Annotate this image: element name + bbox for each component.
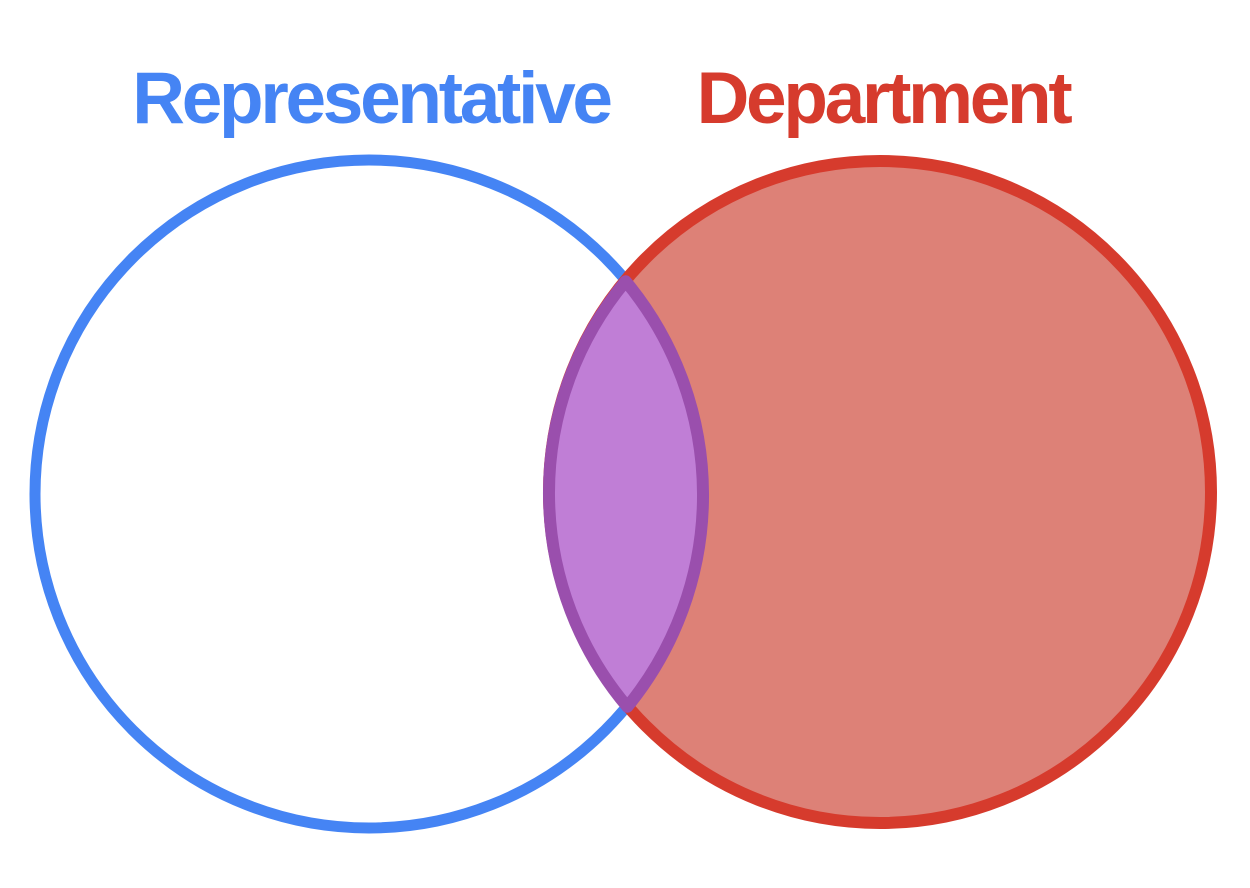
representative-label: Representative <box>132 58 613 139</box>
department-label: Department <box>696 58 1073 139</box>
overlap-region <box>543 275 709 713</box>
